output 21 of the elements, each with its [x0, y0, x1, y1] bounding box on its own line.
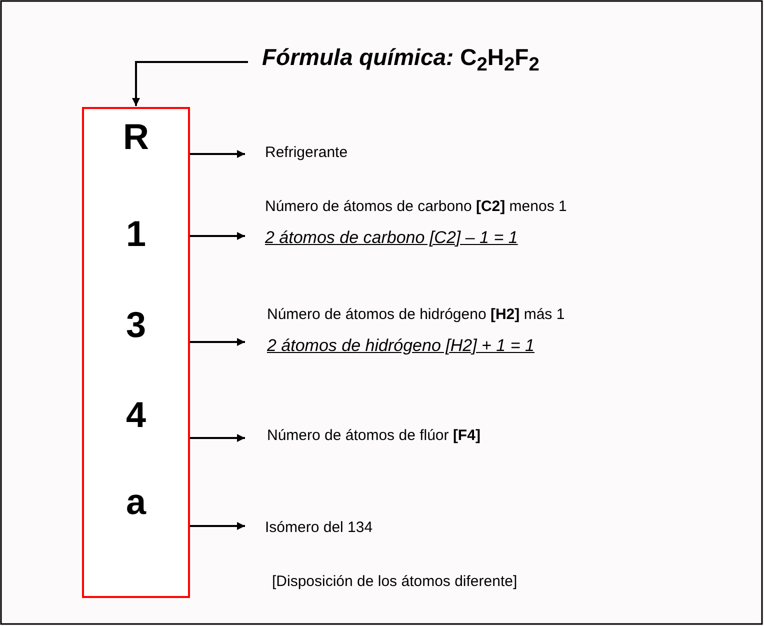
code-box	[82, 107, 190, 598]
code-letter: 4	[124, 393, 148, 437]
code-letter: R	[122, 115, 150, 159]
description-text: Número de átomos de flúor [F4]	[267, 427, 480, 444]
code-letter: 1	[124, 212, 148, 256]
arrow	[190, 150, 245, 158]
description-text: Número de átomos de carbono [C2] menos 1	[265, 198, 567, 215]
code-letter: a	[124, 480, 148, 524]
arrow	[190, 338, 245, 346]
note-text: [Disposición de los átomos diferente]	[272, 573, 518, 590]
calculation-text: 2 átomos de carbono [C2] – 1 = 1	[265, 228, 518, 248]
code-letter: 3	[124, 303, 148, 347]
arrow	[190, 232, 245, 240]
arrow	[132, 61, 248, 106]
description-text: Refrigerante	[265, 144, 348, 161]
formula-heading: Fórmula química: C$_{2}$H$_{2}$F$_{2}$	[262, 44, 540, 77]
arrow	[190, 434, 245, 442]
description-text: Número de átomos de hidrógeno [H2] más 1	[267, 306, 565, 323]
calculation-text: 2 átomos de hidrógeno [H2] + 1 = 1	[267, 336, 534, 356]
description-text: Isómero del 134	[265, 519, 373, 536]
arrow	[190, 522, 245, 530]
